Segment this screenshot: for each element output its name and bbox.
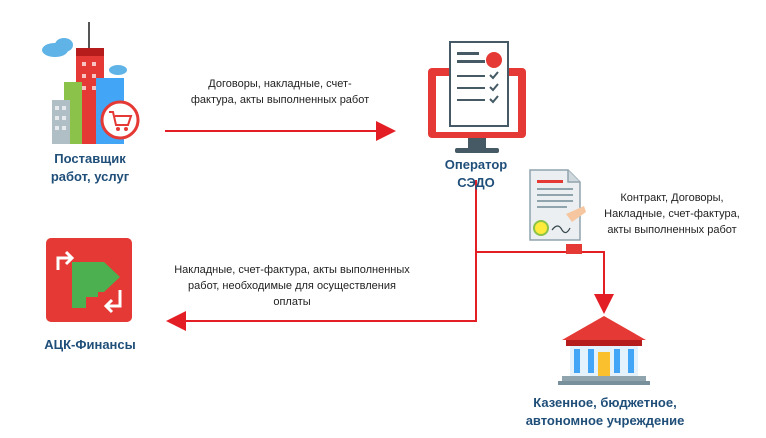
edge-label-operator-to-institution-line1: Контракт, Договоры, xyxy=(620,192,724,204)
edge-label-supplier-to-operator: Договоры, накладные, счет- фактура, акты… xyxy=(175,76,385,108)
edge-label-supplier-to-operator-line2: фактура, акты выполненных работ xyxy=(190,94,370,106)
operator-label: Оператор СЭДО xyxy=(416,156,536,192)
operator-label-line1: Оператор xyxy=(444,157,508,172)
supplier-label-line1: Поставщик xyxy=(54,151,126,166)
institution-label-line2: автономное учреждение xyxy=(525,413,685,428)
operator-label-line2: СЭДО xyxy=(457,175,495,190)
edge-label-operator-to-institution: Контракт, Договоры, Накладные, счет-факт… xyxy=(592,190,752,238)
institution-label-line1: Казенное, бюджетное, xyxy=(533,395,677,410)
supplier-label: Поставщик работ, услуг xyxy=(30,150,150,186)
edge-label-supplier-to-operator-line1: Договоры, накладные, счет- xyxy=(208,78,352,90)
edge-label-operator-to-finance-line3: оплаты xyxy=(273,296,311,308)
edge-label-operator-to-finance-line2: работ, необходимые для осуществления xyxy=(188,280,396,292)
supplier-label-line2: работ, услуг xyxy=(50,169,130,184)
arrow-operator-to-finance xyxy=(166,250,477,331)
edge-label-operator-to-institution-line3: акты выполненных работ xyxy=(607,224,737,236)
finance-label-text: АЦК-Финансы xyxy=(44,337,136,352)
arrow-operator-to-institution xyxy=(475,180,614,314)
institution-label: Казенное, бюджетное, автономное учрежден… xyxy=(510,394,700,430)
edge-label-operator-to-finance: Накладные, счет-фактура, акты выполненны… xyxy=(160,262,424,310)
edge-label-operator-to-finance-line1: Накладные, счет-фактура, акты выполненны… xyxy=(174,264,410,276)
finance-label: АЦК-Финансы xyxy=(20,336,160,354)
edge-label-operator-to-institution-line2: Накладные, счет-фактура, xyxy=(604,208,740,220)
